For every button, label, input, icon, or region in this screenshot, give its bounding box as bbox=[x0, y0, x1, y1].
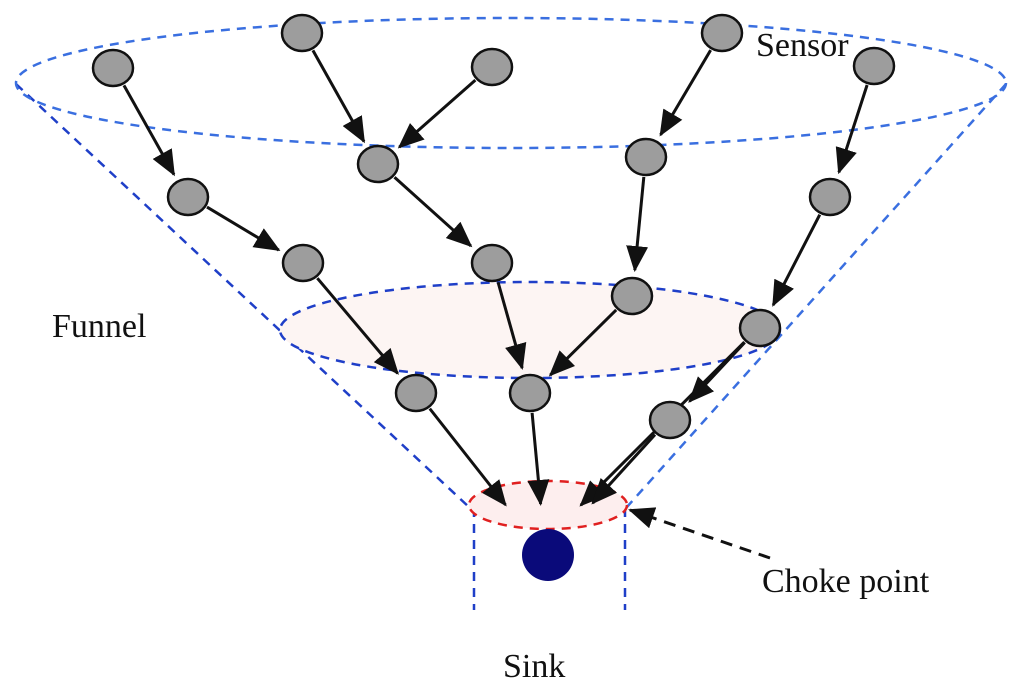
edge-n11-n14 bbox=[835, 84, 869, 175]
sensor-node-n4 bbox=[166, 177, 210, 217]
sensor-node-n13 bbox=[508, 373, 552, 413]
sensor-node-n6 bbox=[700, 13, 744, 53]
sensor-node-n12 bbox=[394, 373, 438, 413]
sensor-label: Sensor bbox=[756, 27, 849, 64]
edge-n13-sink bbox=[527, 412, 550, 507]
sensor-node-n3 bbox=[470, 47, 514, 87]
edge-n10-n13 bbox=[548, 308, 618, 377]
sensor-node-n2 bbox=[280, 13, 324, 53]
edge-n2-n5 bbox=[311, 49, 366, 144]
funnel-left-edge bbox=[15, 83, 471, 509]
edge-n14-n15 bbox=[771, 214, 822, 307]
middle-ellipse bbox=[278, 280, 782, 380]
edge-n6-n7 bbox=[659, 49, 712, 137]
sensor-node-n8 bbox=[281, 243, 325, 283]
edge-n1-n4 bbox=[122, 84, 176, 177]
nodes-group bbox=[91, 13, 896, 440]
choke-point-pointer bbox=[628, 507, 771, 560]
edge-n7-n10 bbox=[626, 176, 649, 273]
sensor-node-n7 bbox=[624, 137, 668, 177]
top-ellipse bbox=[14, 16, 1008, 150]
edge-n3-n5 bbox=[397, 78, 477, 149]
sensor-node-n9 bbox=[470, 243, 514, 283]
sink-label: Sink bbox=[503, 648, 565, 685]
sensor-node-n1 bbox=[91, 48, 135, 88]
sensor-node-n16 bbox=[648, 400, 692, 440]
edge-n8-n12 bbox=[316, 277, 399, 375]
edge-n4-n8 bbox=[206, 205, 281, 252]
edge-n9-n13 bbox=[496, 281, 527, 370]
sensor-node-n5 bbox=[356, 144, 400, 184]
edge-n16-sink bbox=[591, 433, 657, 505]
sensor-node-n15 bbox=[738, 308, 782, 348]
choke-point-label: Choke point bbox=[762, 563, 930, 600]
sensor-node-n14 bbox=[808, 177, 852, 217]
sensor-node-n11 bbox=[852, 46, 896, 86]
sensor-node-n10 bbox=[610, 276, 654, 316]
edge-n5-n9 bbox=[393, 176, 473, 248]
sink-node bbox=[522, 529, 574, 581]
edge-n12-sink bbox=[428, 407, 507, 507]
edge-n15-n16 bbox=[688, 341, 746, 403]
funnel-label: Funnel bbox=[52, 308, 146, 345]
